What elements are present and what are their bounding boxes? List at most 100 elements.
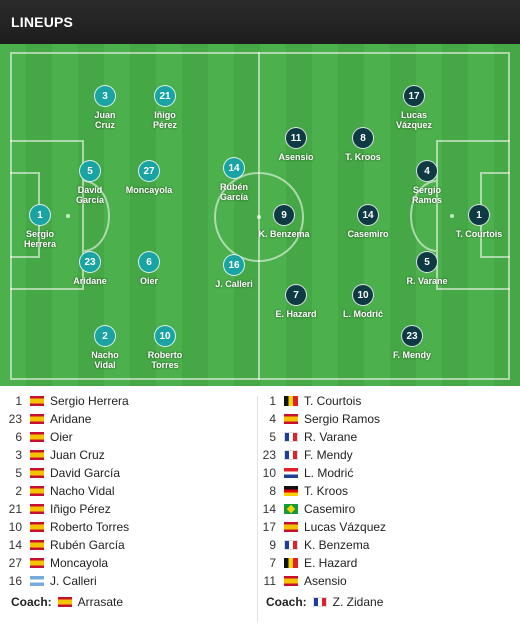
player-name[interactable]: E. Hazard (304, 556, 358, 570)
home-player-marker[interactable]: 3 Juan Cruz (60, 85, 150, 130)
shirt-number: 1 (15, 394, 22, 408)
player-name[interactable]: Sergio Ramos (304, 412, 381, 426)
column-divider (257, 396, 258, 622)
home-player-number: 16 (223, 254, 245, 276)
player-name[interactable]: Lucas Vázquez (304, 520, 387, 534)
player-name[interactable]: T. Courtois (304, 394, 362, 408)
player-name[interactable]: F. Mendy (304, 448, 353, 462)
home-player-marker[interactable]: 6 Oier (104, 251, 194, 286)
player-name[interactable]: Rubén García (50, 538, 125, 552)
player-name[interactable]: Moncayola (50, 556, 109, 570)
home-player-name: Oier (139, 276, 158, 286)
player-name[interactable]: T. Kroos (304, 484, 349, 498)
player-name[interactable]: Asensio (304, 574, 347, 588)
away-player-marker[interactable]: 4 Sergio Ramos (382, 160, 472, 205)
player-name[interactable]: Oier (50, 430, 73, 444)
home-coach: Coach: Arrasate (0, 591, 250, 613)
spain-flag-icon (30, 486, 44, 496)
argentina-flag-icon (30, 576, 44, 586)
player-name[interactable]: Sergio Herrera (50, 394, 129, 408)
right-penalty-spot (450, 214, 454, 218)
home-player-marker[interactable]: 23 Aridane (45, 251, 135, 286)
away-player-name: K. Benzema (258, 229, 310, 239)
left-penalty-area (10, 140, 84, 290)
list-item[interactable]: 14 Casemiro (260, 500, 510, 518)
player-name[interactable]: Roberto Torres (50, 520, 130, 534)
list-item[interactable]: 1 T. Courtois (260, 392, 510, 410)
home-player-marker[interactable]: 1 Sergio Herrera (0, 204, 85, 249)
home-player-name: Rubén García (219, 182, 249, 202)
home-player-number: 10 (154, 325, 176, 347)
away-player-name: E. Hazard (275, 309, 317, 319)
lineups-header: LINEUPS (0, 0, 520, 44)
away-player-number: 11 (285, 127, 307, 149)
pitch-boundary (10, 52, 510, 380)
player-name[interactable]: David García (50, 466, 121, 480)
shirt-number: 1 (269, 394, 276, 408)
away-player-marker[interactable]: 14 Casemiro (323, 204, 413, 239)
list-item[interactable]: 4 Sergio Ramos (260, 410, 510, 428)
home-player-marker[interactable]: 10 Roberto Torres (120, 325, 210, 370)
coach-label: Coach: (11, 595, 52, 609)
home-player-name: Aridane (73, 276, 107, 286)
away-player-marker[interactable]: 8 T. Kroos (318, 127, 408, 162)
home-player-marker[interactable]: 21 Iñigo Pérez (120, 85, 210, 130)
away-player-marker[interactable]: 23 F. Mendy (367, 325, 457, 360)
home-player-marker[interactable]: 5 David García (45, 160, 135, 205)
player-name[interactable]: K. Benzema (304, 538, 370, 552)
away-player-marker[interactable]: 7 E. Hazard (251, 284, 341, 319)
away-player-marker[interactable]: 5 R. Varane (382, 251, 472, 286)
away-player-marker[interactable]: 17 Lucas Vázquez (369, 85, 459, 130)
shirt-number: 4 (269, 412, 276, 426)
list-item[interactable]: 9 K. Benzema (260, 536, 510, 554)
away-player-marker[interactable]: 10 L. Modrić (318, 284, 408, 319)
player-name[interactable]: Aridane (50, 412, 92, 426)
away-player-marker[interactable]: 11 Asensio (251, 127, 341, 162)
away-player-marker[interactable]: 1 T. Courtois (434, 204, 520, 239)
home-player-number: 2 (94, 325, 116, 347)
coach-name[interactable]: Arrasate (77, 595, 124, 609)
home-player-marker[interactable]: 14 Rubén García (189, 157, 279, 202)
player-name[interactable]: R. Varane (304, 430, 358, 444)
brazil-flag-icon (284, 504, 298, 514)
away-player-name: Casemiro (347, 229, 389, 239)
list-item[interactable]: 27 Moncayola (0, 554, 250, 572)
shirt-number: 27 (8, 556, 22, 570)
player-name[interactable]: Casemiro (304, 502, 356, 516)
coach-name[interactable]: Z. Zidane (332, 595, 384, 609)
spain-flag-icon (30, 396, 44, 406)
player-name[interactable]: Iñigo Pérez (50, 502, 111, 516)
spain-flag-icon (284, 414, 298, 424)
list-item[interactable]: 1 Sergio Herrera (0, 392, 250, 410)
player-name[interactable]: Nacho Vidal (50, 484, 115, 498)
away-player-marker[interactable]: 9 K. Benzema (239, 204, 329, 239)
shirt-number: 14 (262, 502, 276, 516)
home-player-number: 21 (154, 85, 176, 107)
spain-flag-icon (30, 540, 44, 550)
home-player-marker[interactable]: 16 J. Calleri (189, 254, 279, 289)
player-name[interactable]: L. Modrić (304, 466, 354, 480)
home-player-number: 6 (138, 251, 160, 273)
home-player-marker[interactable]: 27 Moncayola (104, 160, 194, 195)
home-player-marker[interactable]: 2 Nacho Vidal (60, 325, 150, 370)
shirt-number: 9 (269, 538, 276, 552)
player-name[interactable]: Juan Cruz (50, 448, 105, 462)
coach-label: Coach: (266, 595, 307, 609)
player-name[interactable]: J. Calleri (50, 574, 97, 588)
